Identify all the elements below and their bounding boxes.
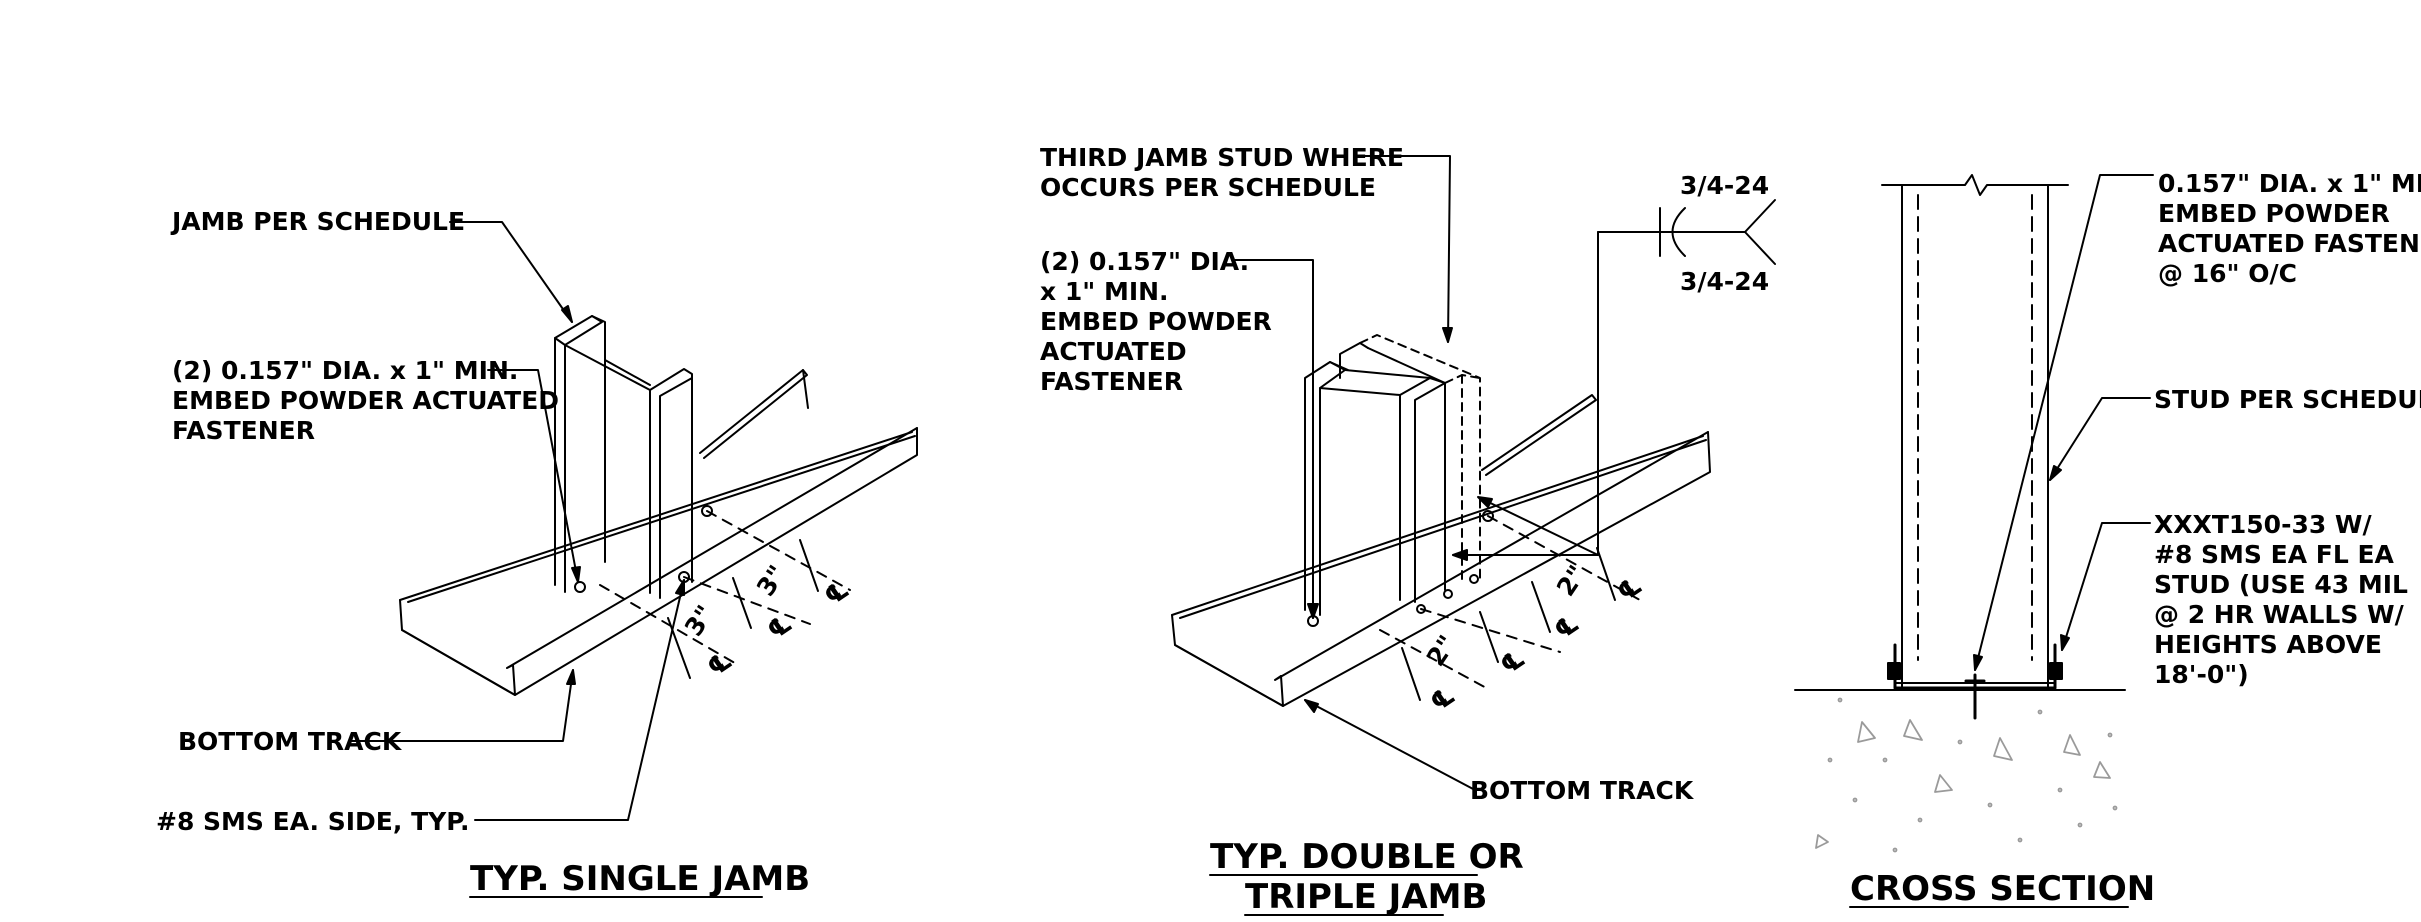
- leader-cs-stud-arrow: [2049, 465, 2062, 481]
- label-double-fastener-2: x 1" MIN.: [1040, 277, 1169, 306]
- label-single-fastener-3: FASTENER: [172, 416, 315, 445]
- double-dim-1: 2": [1421, 630, 1462, 671]
- label-cs-track-6: 18'-0"): [2154, 660, 2249, 689]
- title-double-jamb-2: TRIPLE JAMB: [1245, 877, 1487, 917]
- leader-single-sms: [474, 579, 685, 821]
- double-cl-1: ℄: [1425, 680, 1460, 717]
- leader-jamb-arrow: [561, 305, 573, 323]
- single-dim-2: 3": [751, 560, 792, 601]
- sms-screw-right: [2049, 662, 2063, 680]
- double-sms-dot-2: [1443, 589, 1453, 599]
- weld-tail-up: [1744, 199, 1776, 233]
- double-jamb-studs: [1304, 342, 1446, 616]
- weld-leader-2-arrow: [1477, 496, 1493, 508]
- label-cs-fastener-1: 0.157" DIA. x 1" MIN.: [2158, 169, 2421, 198]
- label-cs-fastener-4: @ 16" O/C: [2158, 259, 2297, 288]
- label-double-fastener-4: ACTUATED: [1040, 337, 1187, 366]
- label-single-bottom-track: BOTTOM TRACK: [178, 727, 403, 756]
- single-jamb-stud: [554, 315, 693, 599]
- single-dimension-lines: [599, 510, 851, 667]
- double-jamb-detail: [1171, 155, 1776, 791]
- weld-symbol-arc: [1671, 207, 1686, 257]
- weld-tail-down: [1744, 231, 1776, 265]
- leader-single-track-arrow: [566, 669, 576, 685]
- label-single-sms: #8 SMS EA. SIDE, TYP.: [156, 807, 469, 836]
- label-cs-track-1: XXXT150-33 W/: [2154, 510, 2373, 539]
- label-cs-fastener-3: ACTUATED FASTENERS: [2158, 229, 2421, 258]
- weld-leader-2: [1479, 497, 1599, 556]
- leader-cs-track-arrow: [2060, 634, 2070, 651]
- leader-jamb: [449, 221, 573, 323]
- title-cross-section: CROSS SECTION: [1850, 869, 2155, 909]
- double-bottom-track: [1171, 394, 1711, 707]
- leader-single-fastener-arrow: [571, 566, 581, 583]
- double-dim-2: 2": [1551, 560, 1592, 601]
- double-dimension-ticks: [1401, 547, 1616, 701]
- leader-cs-track: [2061, 522, 2151, 651]
- leader-double-fastener: [1231, 259, 1314, 619]
- label-weld-bottom: 3/4-24: [1680, 267, 1769, 296]
- label-third-stud-1: THIRD JAMB STUD WHERE: [1040, 143, 1404, 172]
- stud-break-line: [1881, 174, 2069, 196]
- leader-single-fastener: [487, 369, 579, 583]
- label-jamb-per-schedule: JAMB PER SCHEDULE: [170, 207, 465, 236]
- leader-cs-stud: [2049, 397, 2151, 481]
- title-double-jamb-1: TYP. DOUBLE OR: [1210, 837, 1524, 877]
- leader-double-track-arrow: [1304, 699, 1319, 713]
- single-cl-1: ℄: [702, 645, 737, 682]
- leader-double-track: [1304, 699, 1476, 791]
- single-bottom-track: [399, 369, 918, 696]
- label-weld-top: 3/4-24: [1680, 171, 1769, 200]
- label-cs-stud: STUD PER SCHEDULE: [2154, 385, 2421, 414]
- label-cs-track-5: HEIGHTS ABOVE: [2154, 630, 2382, 659]
- third-jamb-stud: [1359, 334, 1481, 586]
- label-double-bottom-track: BOTTOM TRACK: [1470, 776, 1695, 805]
- label-single-fastener-2: EMBED POWDER ACTUATED: [172, 386, 559, 415]
- label-double-fastener-5: FASTENER: [1040, 367, 1183, 396]
- label-single-fastener-1: (2) 0.157" DIA. x 1" MIN.: [172, 356, 518, 385]
- double-cl-2: ℄: [1495, 643, 1530, 680]
- concrete-slab-hatch: [1815, 697, 2118, 853]
- leader-cs-fastener-arrow: [1973, 654, 1983, 671]
- cross-section-detail: [1794, 174, 2154, 720]
- single-cl-3: ℄: [819, 574, 854, 611]
- single-paf-dot: [574, 581, 586, 593]
- double-cl-3: ℄: [1549, 608, 1584, 645]
- label-cs-track-2: #8 SMS EA FL EA: [2154, 540, 2395, 569]
- double-sms-dot-3: [1469, 574, 1479, 584]
- double-cl-4: ℄: [1612, 570, 1647, 607]
- leader-cs-fastener: [1974, 174, 2154, 671]
- single-cl-2: ℄: [762, 608, 797, 645]
- title-single-jamb: TYP. SINGLE JAMB: [470, 859, 810, 899]
- leader-single-sms-arrow: [675, 579, 685, 596]
- label-third-stud-2: OCCURS PER SCHEDULE: [1040, 173, 1376, 202]
- double-paf-dot-2: [1482, 510, 1494, 522]
- leader-third-stud: [1356, 155, 1451, 343]
- single-dimension-ticks: [667, 539, 819, 679]
- weld-leader-arrow: [1452, 549, 1468, 561]
- sms-screw-left: [1887, 662, 1901, 680]
- double-sms-dot: [1416, 604, 1426, 614]
- label-cs-fastener-2: EMBED POWDER: [2158, 199, 2390, 228]
- leader-single-track: [349, 669, 574, 742]
- double-dimension-lines: [1379, 515, 1641, 691]
- leader-double-fastener-arrow: [1307, 603, 1319, 619]
- label-double-fastener-1: (2) 0.157" DIA.: [1040, 247, 1249, 276]
- label-double-fastener-3: EMBED POWDER: [1040, 307, 1272, 336]
- label-cs-track-3: STUD (USE 43 MIL: [2154, 570, 2408, 599]
- stud-hidden-lines: [1917, 194, 2033, 661]
- single-jamb-detail: [349, 221, 918, 821]
- single-paf-dot-2: [701, 505, 713, 517]
- leader-third-stud-arrow: [1442, 327, 1453, 343]
- label-cs-track-4: @ 2 HR WALLS W/: [2154, 600, 2405, 629]
